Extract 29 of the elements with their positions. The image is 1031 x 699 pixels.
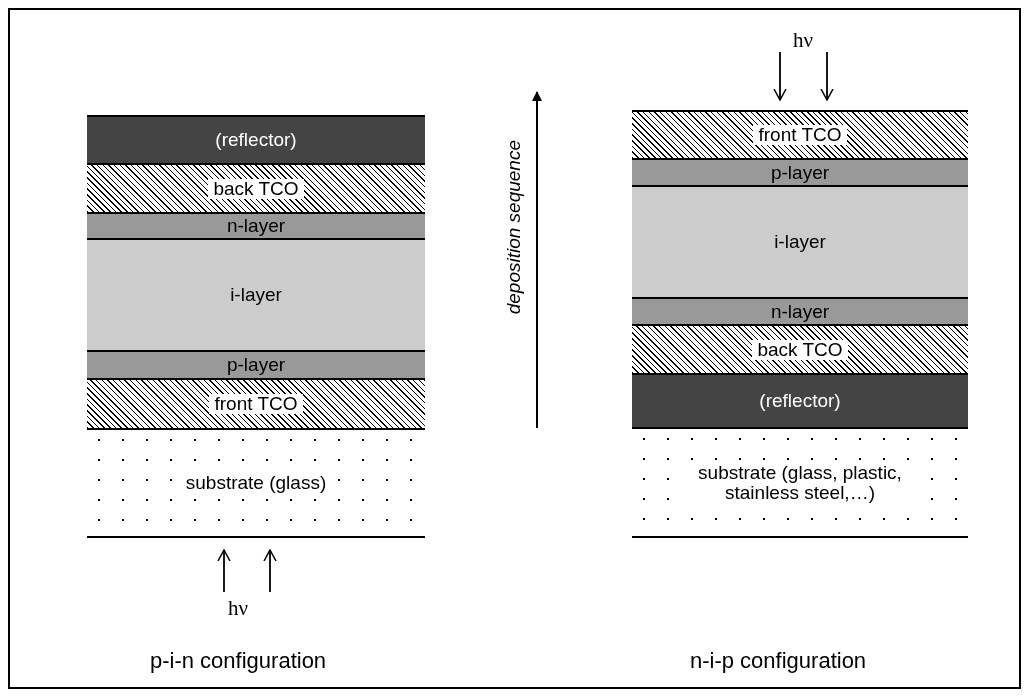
- layer-label: n-layer: [769, 301, 831, 322]
- layer-label: front TCO: [209, 394, 303, 414]
- doped-layer: [87, 350, 425, 378]
- reflector-layer: [87, 115, 425, 163]
- photon-label: hν: [228, 596, 248, 621]
- tco-layer: [632, 110, 968, 158]
- caption: p-i-n configuration: [150, 648, 327, 674]
- tco-layer: [87, 163, 425, 212]
- layer-label: back TCO: [752, 339, 848, 360]
- layer-label: (reflector): [758, 391, 842, 411]
- intrinsic-layer: [632, 185, 968, 297]
- layer-label: back TCO: [208, 178, 304, 199]
- doped-layer: [632, 158, 968, 185]
- doped-layer: [87, 212, 425, 238]
- doped-layer: [632, 297, 968, 324]
- layer-label: p-layer: [769, 162, 831, 183]
- axis-label: deposition sequence: [503, 140, 525, 315]
- layer-label: front TCO: [753, 125, 847, 145]
- layer-label: (reflector): [214, 130, 298, 150]
- layer-label: i-layer: [773, 232, 827, 252]
- layer-label: i-layer: [229, 285, 283, 305]
- reflector-layer: [632, 373, 968, 427]
- tco-layer: [87, 378, 425, 428]
- caption: n-i-p configuration: [690, 648, 867, 674]
- intrinsic-layer: [87, 238, 425, 350]
- layer-label: p-layer: [225, 355, 287, 375]
- photon-label: hν: [793, 28, 813, 53]
- tco-layer: [632, 324, 968, 373]
- layer-label: n-layer: [225, 216, 287, 236]
